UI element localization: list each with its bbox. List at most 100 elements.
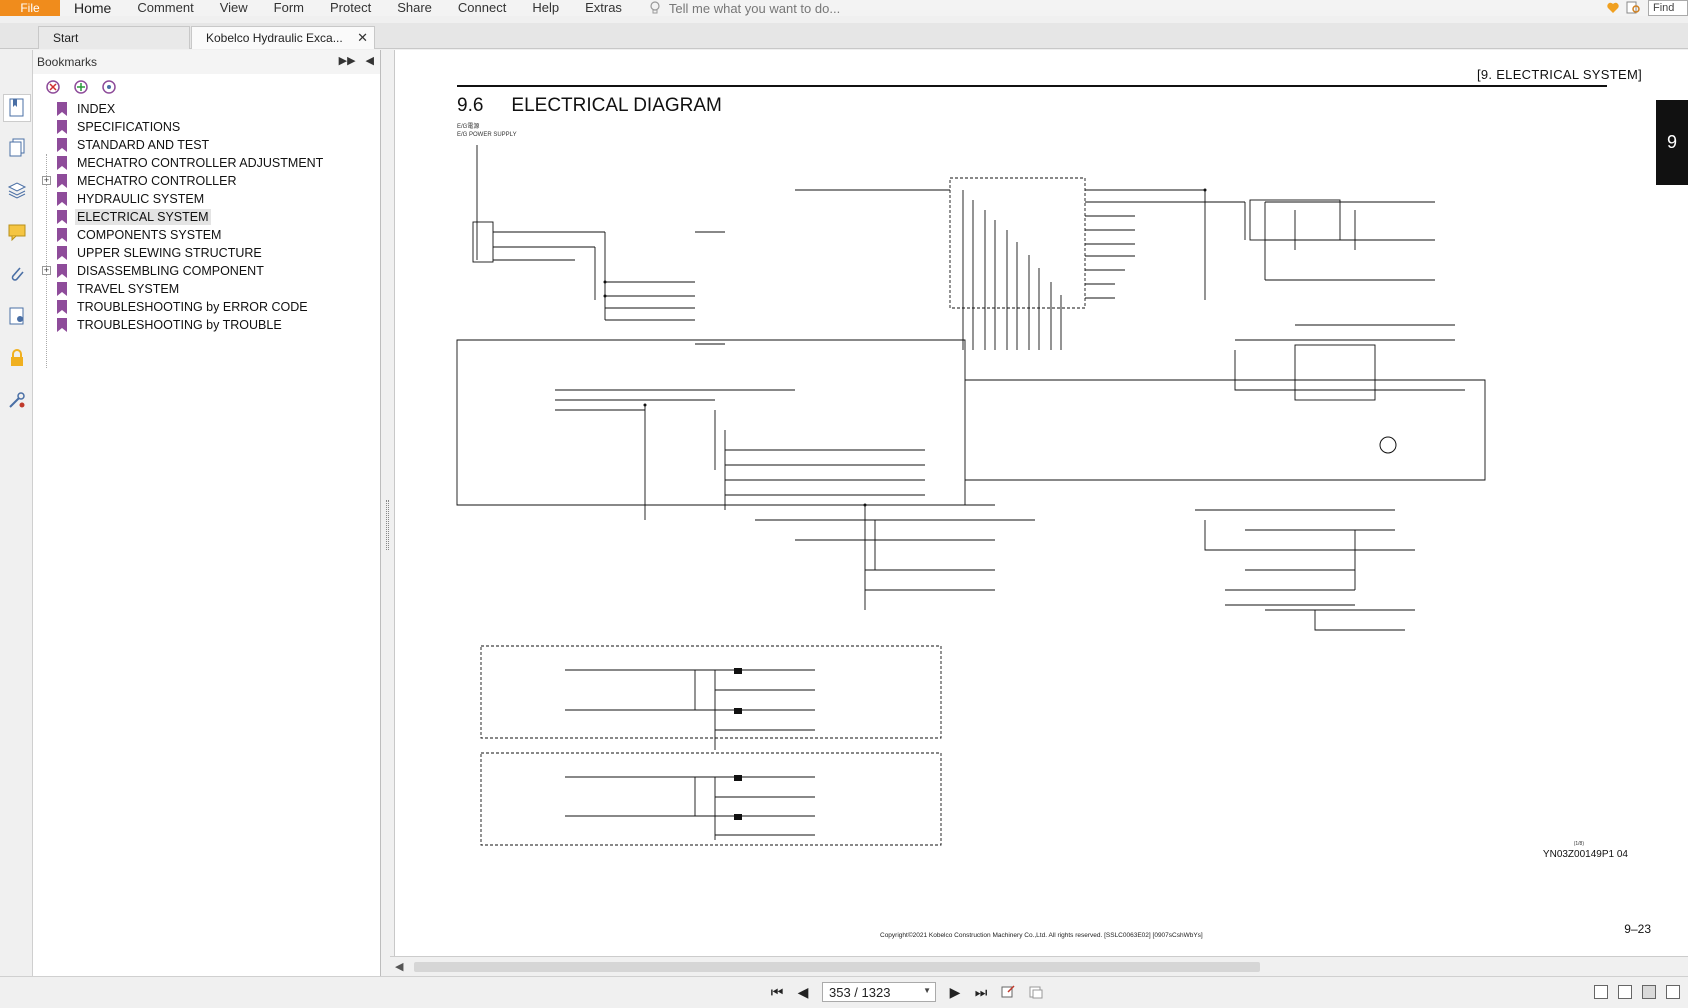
bookmark-item[interactable]: HYDRAULIC SYSTEM xyxy=(33,190,380,208)
bookmark-item[interactable]: INDEX xyxy=(33,100,380,118)
ribbon-menu-bar: File Home Comment View Form Protect Shar… xyxy=(0,0,1688,16)
page-navigation: ⏮ ◀ 353 / 1323 ▼ ▶ ⏭ xyxy=(770,982,1044,1002)
comments-icon[interactable] xyxy=(7,222,27,242)
view-mode-buttons xyxy=(1594,985,1680,999)
page-number-input[interactable]: 353 / 1323 ▼ xyxy=(822,982,936,1002)
horizontal-scrollbar[interactable]: ◀ xyxy=(390,956,1688,976)
tab-document[interactable]: Kobelco Hydraulic Exca... ✕ xyxy=(191,26,375,49)
bookmark-icon xyxy=(57,174,67,191)
next-page-icon[interactable]: ▶ xyxy=(949,983,961,1000)
bookmark-label: TRAVEL SYSTEM xyxy=(77,282,180,296)
find-input[interactable]: Find xyxy=(1648,0,1688,16)
bookmark-item[interactable]: TROUBLESHOOTING by TROUBLE xyxy=(33,316,380,334)
bookmark-label: MECHATRO CONTROLLER ADJUSTMENT xyxy=(77,156,324,170)
menu-home[interactable]: Home xyxy=(74,0,112,16)
tell-me-box[interactable]: Tell me what you want to do... xyxy=(649,1,840,16)
splitter-grip xyxy=(386,500,389,550)
menu-share[interactable]: Share xyxy=(397,0,432,15)
copyright-notice: Copyright©2021 Kobelco Construction Mach… xyxy=(880,932,1203,939)
bookmark-icon xyxy=(57,102,67,119)
bookmark-label: UPPER SLEWING STRUCTURE xyxy=(77,246,262,260)
bookmark-item[interactable]: COMPONENTS SYSTEM xyxy=(33,226,380,244)
menu-form[interactable]: Form xyxy=(273,0,305,15)
last-page-icon[interactable]: ⏭ xyxy=(974,983,988,1000)
bookmark-icon xyxy=(57,210,67,227)
collapse-panel-icon[interactable]: ◀ xyxy=(365,55,374,67)
security-lock-icon[interactable] xyxy=(7,348,27,368)
bookmark-label: SPECIFICATIONS xyxy=(77,120,181,134)
tools-icon[interactable] xyxy=(7,390,27,410)
bookmark-icon xyxy=(57,138,67,155)
menu-connect[interactable]: Connect xyxy=(457,0,507,15)
page-display: 353 / 1323 xyxy=(829,985,891,1000)
document-tab-bar: Start Kobelco Hydraulic Exca... ✕ xyxy=(0,23,1688,49)
bookmarks-panel-icon[interactable] xyxy=(3,94,31,122)
expand-toggle-icon[interactable]: + xyxy=(42,265,51,275)
add-bookmark-icon[interactable] xyxy=(73,79,89,95)
menu-protect[interactable]: Protect xyxy=(330,0,372,15)
bookmarks-toolbar xyxy=(33,74,380,100)
tab-start[interactable]: Start xyxy=(38,26,190,49)
signatures-icon[interactable] xyxy=(7,306,27,326)
expand-panel-icon[interactable]: ▶▶ xyxy=(338,55,356,67)
bookmark-icon xyxy=(57,156,67,173)
bookmark-list: INDEX SPECIFICATIONS STANDARD AND TEST M… xyxy=(33,100,380,334)
bookmark-item-selected[interactable]: ELECTRICAL SYSTEM xyxy=(33,208,380,226)
tab-document-label: Kobelco Hydraulic Exca... xyxy=(206,31,343,45)
bookmark-item[interactable]: UPPER SLEWING STRUCTURE xyxy=(33,244,380,262)
search-doc-icon[interactable] xyxy=(1626,1,1642,15)
facing-view-icon[interactable] xyxy=(1642,985,1656,999)
lightbulb-icon xyxy=(650,1,660,14)
bookmark-icon xyxy=(57,318,67,335)
previous-page-icon[interactable]: ◀ xyxy=(797,983,809,1000)
bookmark-icon xyxy=(57,120,67,137)
scroll-thumb[interactable] xyxy=(414,962,1260,972)
bookmark-label: DISASSEMBLING COMPONENT xyxy=(77,264,264,278)
previous-view-icon[interactable] xyxy=(1000,984,1016,1000)
power-supply-label: E/G電源 E/G POWER SUPPLY xyxy=(457,124,517,138)
bookmark-item[interactable]: + DISASSEMBLING COMPONENT xyxy=(33,262,380,280)
doc-number: YN03Z00149P1 04 xyxy=(1542,849,1628,860)
bookmark-item[interactable]: SPECIFICATIONS xyxy=(33,118,380,136)
bookmark-item[interactable]: MECHATRO CONTROLLER ADJUSTMENT xyxy=(33,154,380,172)
layers-icon[interactable] xyxy=(7,180,27,200)
file-menu-button[interactable]: File xyxy=(0,0,60,16)
bookmarks-header: Bookmarks ▶▶ ◀ xyxy=(33,50,380,74)
pages-icon[interactable] xyxy=(7,138,27,158)
bookmark-item[interactable]: + MECHATRO CONTROLLER xyxy=(33,172,380,190)
bookmark-item[interactable]: TROUBLESHOOTING by ERROR CODE xyxy=(33,298,380,316)
delete-bookmark-icon[interactable] xyxy=(45,79,61,95)
menu-view[interactable]: View xyxy=(219,0,248,15)
first-page-icon[interactable]: ⏮ xyxy=(770,983,784,1000)
menu-extras[interactable]: Extras xyxy=(585,0,622,15)
menu-comment[interactable]: Comment xyxy=(137,0,194,15)
continuous-view-icon[interactable] xyxy=(1618,985,1632,999)
bookmark-icon xyxy=(57,282,67,299)
continuous-facing-view-icon[interactable] xyxy=(1666,985,1680,999)
chapter-tab: 9 xyxy=(1656,100,1688,185)
bookmark-label: MECHATRO CONTROLLER xyxy=(77,174,237,188)
menu-help[interactable]: Help xyxy=(532,0,560,15)
find-bookmark-icon[interactable] xyxy=(101,79,117,95)
electrical-diagram xyxy=(456,145,1486,846)
panel-splitter[interactable] xyxy=(381,50,395,976)
single-page-view-icon[interactable] xyxy=(1594,985,1608,999)
left-tool-rail xyxy=(0,50,33,976)
chevron-down-icon[interactable]: ▼ xyxy=(923,986,931,995)
next-view-icon[interactable] xyxy=(1028,984,1044,1000)
attachments-icon[interactable] xyxy=(7,264,27,284)
heart-icon[interactable] xyxy=(1606,1,1620,15)
page-number: 9–23 xyxy=(1624,922,1651,936)
bookmarks-panel: Bookmarks ▶▶ ◀ INDEX SPECIFICATIONS STAN… xyxy=(33,50,381,976)
bookmark-item[interactable]: STANDARD AND TEST xyxy=(33,136,380,154)
bookmark-item[interactable]: TRAVEL SYSTEM xyxy=(33,280,380,298)
expand-toggle-icon[interactable]: + xyxy=(42,175,51,185)
bookmark-label: STANDARD AND TEST xyxy=(77,138,210,152)
close-icon[interactable]: ✕ xyxy=(357,30,368,45)
scroll-left-icon[interactable]: ◀ xyxy=(395,961,404,973)
bookmark-icon xyxy=(57,300,67,317)
bookmark-label: INDEX xyxy=(77,102,116,116)
